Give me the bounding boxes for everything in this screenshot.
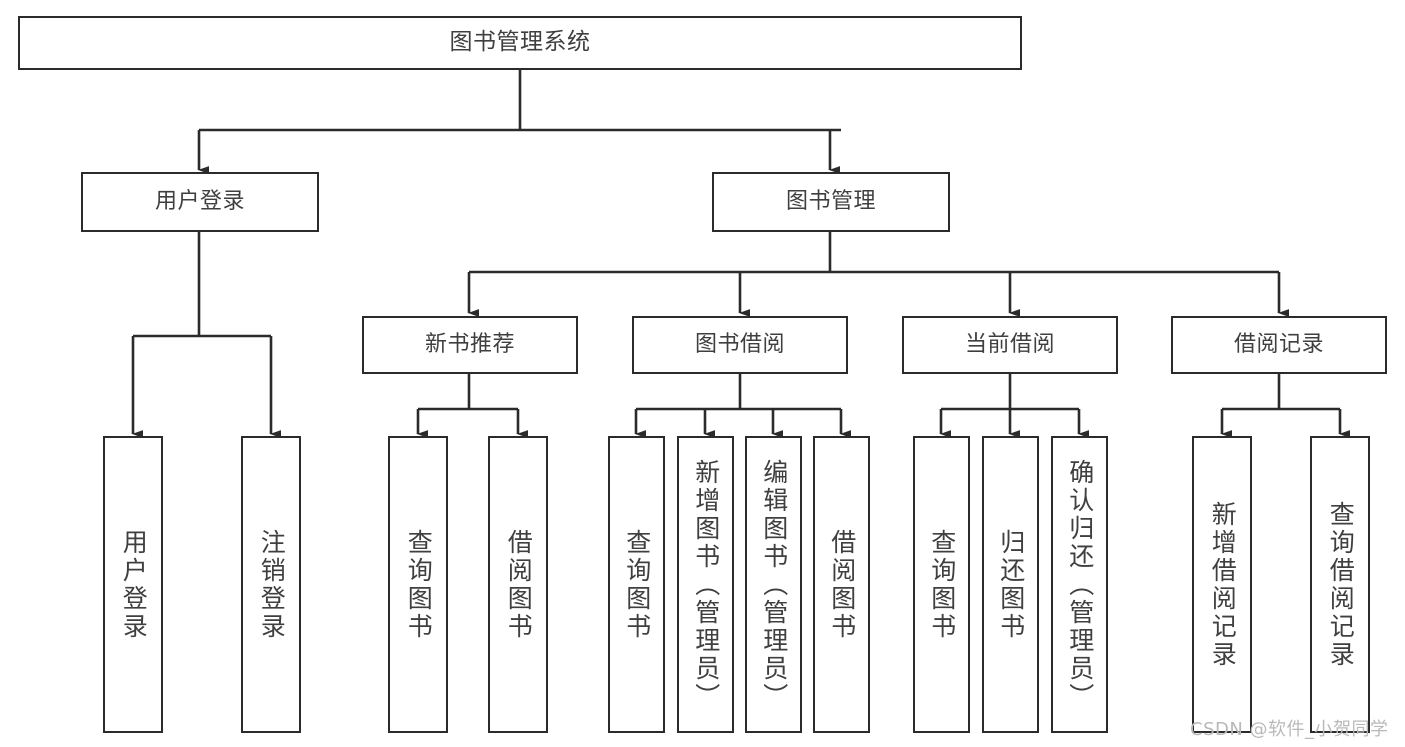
leaf-query-borrow-record[interactable]: 查询借阅记录 (1310, 436, 1370, 733)
node-borrow-record[interactable]: 借阅记录 (1171, 316, 1387, 374)
node-current-borrow[interactable]: 当前借阅 (902, 316, 1118, 374)
leaf-add-borrow-record-label: 新增借阅记录 (1208, 500, 1238, 669)
leaf-query-book-recommend[interactable]: 查询图书 (388, 436, 448, 733)
node-book-borrow-label: 图书借阅 (694, 332, 785, 358)
node-current-borrow-label: 当前借阅 (964, 332, 1055, 358)
node-book-borrow[interactable]: 图书借阅 (632, 316, 848, 374)
leaf-confirm-return-admin[interactable]: 确认归还（管理员） (1051, 436, 1108, 733)
watermark-text: CSDN @软件_小贺同学 (1190, 719, 1389, 740)
leaf-add-borrow-record[interactable]: 新增借阅记录 (1192, 436, 1252, 733)
leaf-return-book[interactable]: 归还图书 (982, 436, 1039, 733)
leaf-logout-label: 注销登录 (257, 528, 287, 641)
leaf-edit-book-admin[interactable]: 编辑图书（管理员） (745, 436, 802, 733)
leaf-logout[interactable]: 注销登录 (241, 436, 301, 733)
leaf-query-book-current-label: 查询图书 (927, 528, 957, 641)
leaf-query-book-borrow-label: 查询图书 (622, 528, 652, 641)
leaf-borrow-book-recommend-label: 借阅图书 (504, 528, 534, 641)
leaf-return-book-label: 归还图书 (996, 528, 1026, 641)
node-new-book-recommend-label: 新书推荐 (424, 332, 515, 358)
leaf-query-book-current[interactable]: 查询图书 (913, 436, 970, 733)
node-book-management-label: 图书管理 (785, 189, 876, 215)
leaf-query-borrow-record-label: 查询借阅记录 (1326, 500, 1356, 669)
leaf-add-book-admin[interactable]: 新增图书（管理员） (677, 436, 734, 733)
leaf-user-login[interactable]: 用户登录 (103, 436, 163, 733)
leaf-borrow-book-borrow[interactable]: 借阅图书 (813, 436, 870, 733)
leaf-user-login-label: 用户登录 (119, 528, 149, 641)
node-root[interactable]: 图书管理系统 (18, 16, 1022, 70)
node-user-login[interactable]: 用户登录 (81, 172, 319, 232)
leaf-query-book-borrow[interactable]: 查询图书 (608, 436, 665, 733)
node-user-login-label: 用户登录 (154, 189, 245, 215)
node-borrow-record-label: 借阅记录 (1233, 332, 1324, 358)
node-new-book-recommend[interactable]: 新书推荐 (362, 316, 578, 374)
leaf-borrow-book-borrow-label: 借阅图书 (827, 528, 857, 641)
leaf-confirm-return-admin-label: 确认归还（管理员） (1065, 458, 1095, 711)
node-root-label: 图书管理系统 (449, 29, 591, 56)
leaf-add-book-admin-label: 新增图书（管理员） (691, 458, 721, 711)
leaf-query-book-recommend-label: 查询图书 (404, 528, 434, 641)
leaf-borrow-book-recommend[interactable]: 借阅图书 (488, 436, 548, 733)
node-book-management[interactable]: 图书管理 (712, 172, 950, 232)
leaf-edit-book-admin-label: 编辑图书（管理员） (759, 458, 789, 711)
